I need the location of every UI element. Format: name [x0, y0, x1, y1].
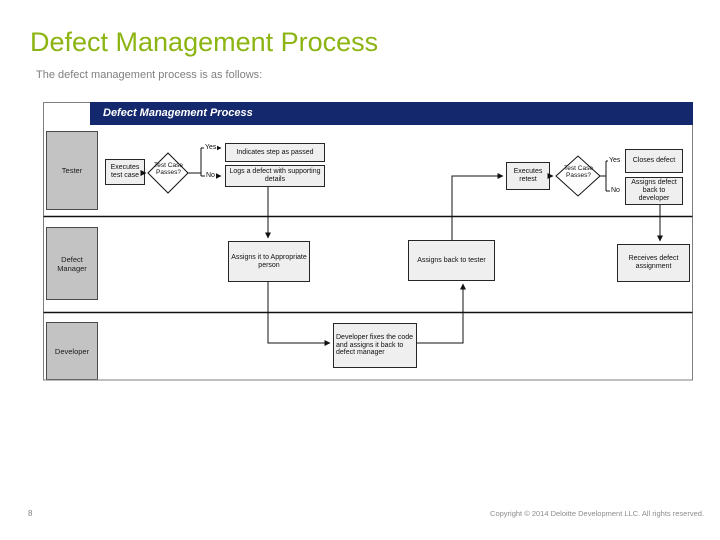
copyright-text: Copyright © 2014 Deloitte Development LL… [490, 509, 704, 518]
lane-label-tester: Tester [46, 131, 98, 210]
edge-diamond2-branch-stem [600, 161, 607, 191]
edge-label-no-2: No [610, 187, 621, 194]
page-subtitle: The defect management process is as foll… [36, 69, 263, 81]
lane-label-defect-manager: Defect Manager [46, 227, 98, 300]
decision-label-2: Test Case Passes? [564, 165, 593, 180]
node-assigns-back-to-tester: Assigns back to tester [408, 240, 495, 281]
edge-label-yes-2: Yes [608, 157, 622, 164]
decision-label-1: Test Case Passes? [154, 162, 183, 177]
node-executes-test-case: Executes test case [105, 159, 145, 185]
diagram-title-bar: Defect Management Process [90, 102, 693, 125]
lane-label-developer: Developer [46, 322, 98, 380]
page-title: Defect Management Process [30, 27, 379, 57]
edge-devfixes-to-assignback [417, 283, 466, 344]
node-executes-retest: Executes retest [506, 162, 550, 190]
edge-assignback-to-retest [451, 173, 504, 240]
node-closes-defect: Closes defect [625, 149, 683, 173]
node-receives-defect-assignment: Receives defect assignment [617, 244, 690, 282]
node-logs-defect: Logs a defect with supporting details [225, 165, 325, 187]
node-assigns-defect-back-developer: Assigns defect back to developer [625, 177, 683, 205]
page-number: 8 [28, 509, 33, 518]
node-indicates-step-passed: Indicates step as passed [225, 143, 325, 162]
node-assigns-appropriate-person: Assigns it to Appropriate person [228, 241, 310, 282]
node-developer-fixes: Developer fixes the code and assigns it … [333, 323, 417, 368]
edge-assign-to-devfixes [267, 282, 331, 346]
edge-diamond1-branch-stem [188, 148, 202, 176]
edge-label-yes-1: Yes [204, 144, 218, 151]
edge-label-no-1: No [205, 172, 216, 179]
